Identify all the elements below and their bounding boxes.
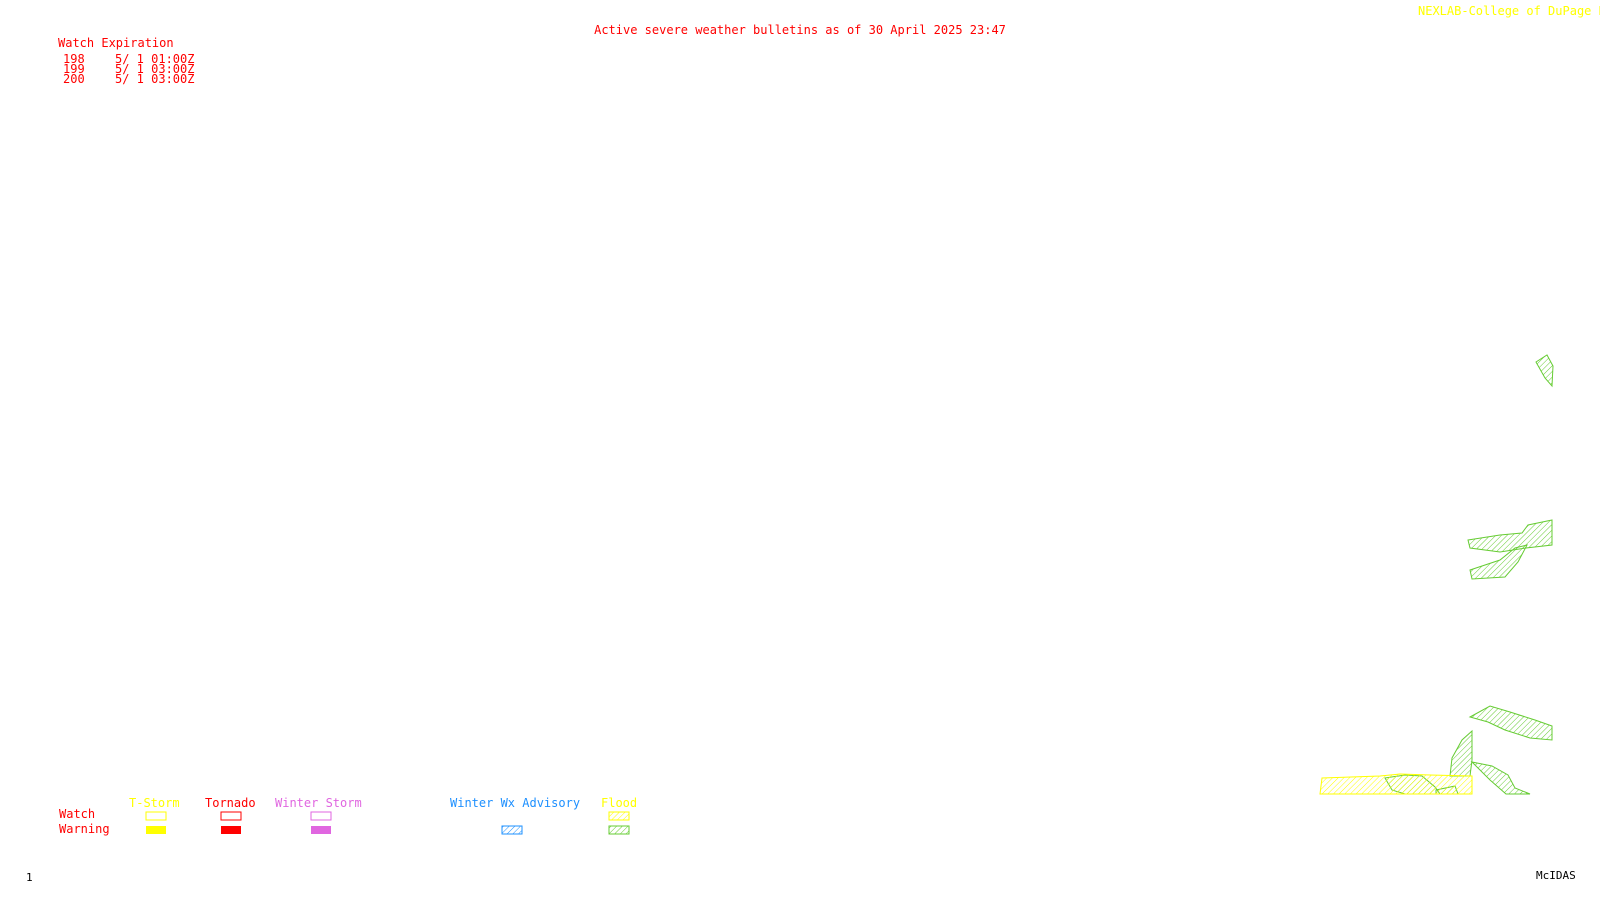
watch-number: 199 bbox=[63, 62, 85, 76]
watch-table-header: Watch Expiration bbox=[58, 36, 174, 50]
bulletin-title: Active severe weather bulletins as of 30… bbox=[594, 23, 1006, 37]
watch-expiration: 5/ 1 01:00Z bbox=[115, 52, 195, 66]
winter-storm-watch-swatch bbox=[310, 811, 332, 821]
watch-row: 199 5/ 1 03:00Z bbox=[63, 62, 195, 76]
legend-winter-storm-label: Winter Storm bbox=[275, 796, 362, 810]
flood-warning-area bbox=[1535, 354, 1554, 388]
source-credit: NEXLAB-College of DuPage R bbox=[1418, 4, 1600, 18]
flood-warning-area bbox=[1469, 544, 1528, 580]
legend-flood-label: Flood bbox=[601, 796, 638, 810]
legend-swatches bbox=[145, 811, 630, 835]
flood-watch-area bbox=[1319, 773, 1473, 795]
tornado-watch-swatch bbox=[220, 811, 242, 821]
legend-winter-wx-advisory-label: Winter Wx Advisory bbox=[450, 796, 581, 810]
flood-watch-swatch bbox=[608, 811, 630, 821]
watch-number: 200 bbox=[63, 72, 85, 86]
flood-warning-area bbox=[1467, 519, 1553, 553]
legend-watch-row-label: Watch bbox=[59, 807, 96, 821]
flood-warning-swatch bbox=[608, 825, 630, 835]
legend-warning-row-label: Warning bbox=[59, 822, 110, 836]
flood-warning-area bbox=[1468, 705, 1553, 741]
flood-warning-areas bbox=[1384, 354, 1554, 795]
tornado-warning-swatch bbox=[221, 826, 241, 834]
tstorm-warning-swatch bbox=[146, 826, 166, 834]
software-label: McIDAS bbox=[1536, 869, 1576, 882]
tstorm-watch-swatch bbox=[145, 811, 167, 821]
frame-number: 1 bbox=[26, 871, 33, 884]
watch-row: 198 5/ 1 01:00Z bbox=[63, 52, 195, 66]
winter-storm-warning-swatch bbox=[311, 826, 331, 834]
watch-expiration: 5/ 1 03:00Z bbox=[115, 72, 195, 86]
watch-expiration: 5/ 1 03:00Z bbox=[115, 62, 195, 76]
winter-wx-advisory-swatch bbox=[501, 825, 523, 835]
watch-row: 200 5/ 1 03:00Z bbox=[63, 72, 195, 86]
watch-number: 198 bbox=[63, 52, 85, 66]
flood-warning-area bbox=[1449, 729, 1473, 777]
legend-tornado-label: Tornado bbox=[205, 796, 256, 810]
legend-tstorm-label: T-Storm bbox=[129, 796, 180, 810]
flood-warning-area bbox=[1470, 761, 1531, 795]
